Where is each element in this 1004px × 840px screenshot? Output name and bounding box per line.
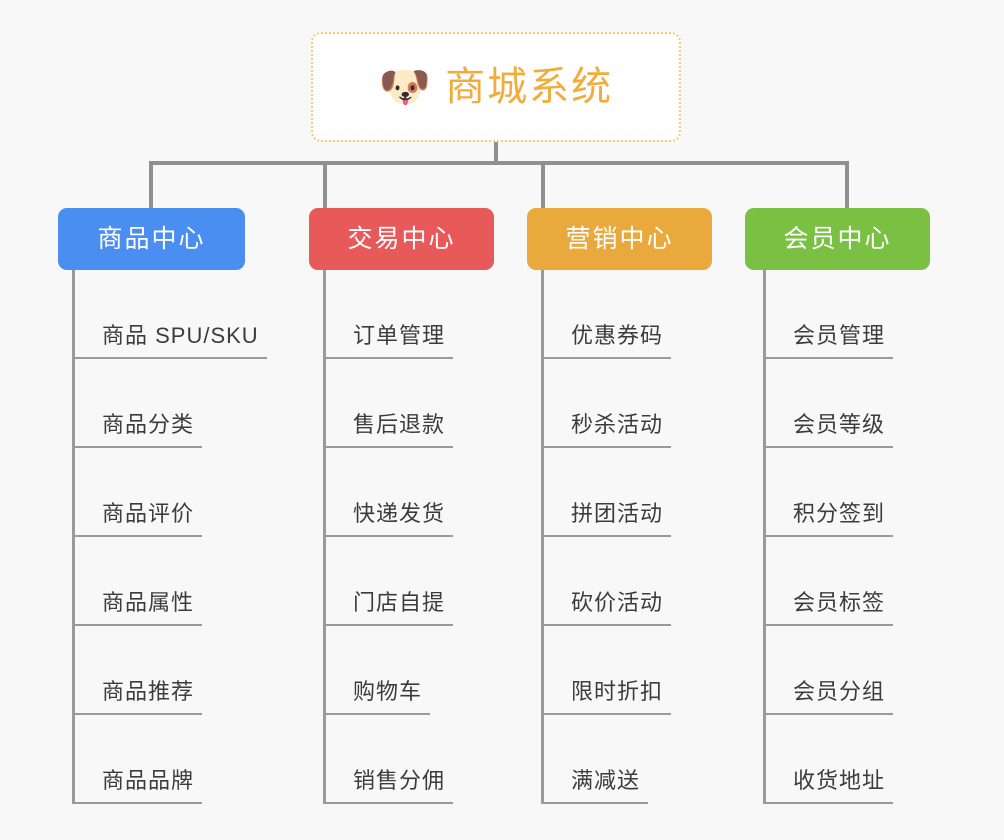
leaf-item-underline — [72, 802, 202, 804]
root-node[interactable]: 🐶 商城系统 — [311, 32, 681, 142]
leaf-item-underline — [323, 802, 453, 804]
leaf-item[interactable]: 会员等级 — [763, 359, 893, 448]
leaf-item[interactable]: 购物车 — [323, 626, 445, 715]
leaf-item-underline — [541, 802, 648, 804]
column-spine — [541, 270, 544, 804]
leaf-item-underline — [72, 535, 202, 537]
connector-drop-1 — [149, 161, 153, 209]
leaf-item-label: 优惠券码 — [571, 323, 664, 348]
leaf-item-label: 限时折扣 — [571, 679, 664, 704]
leaf-item-underline — [72, 446, 202, 448]
leaf-item[interactable]: 限时折扣 — [541, 626, 671, 715]
leaf-item[interactable]: 售后退款 — [323, 359, 453, 448]
leaf-item-underline — [763, 446, 893, 448]
leaf-item[interactable]: 商品属性 — [72, 537, 259, 626]
category-header-1[interactable]: 商品中心 — [58, 208, 245, 270]
category-header-label: 会员中心 — [783, 224, 892, 253]
leaf-item-label: 会员分组 — [793, 679, 886, 704]
leaf-item-label: 秒杀活动 — [571, 412, 664, 437]
leaf-item[interactable]: 会员标签 — [763, 537, 893, 626]
leaf-item-label: 购物车 — [353, 679, 423, 704]
leaf-item-label: 订单管理 — [353, 323, 446, 348]
leaf-item[interactable]: 秒杀活动 — [541, 359, 671, 448]
leaf-item[interactable]: 商品评价 — [72, 448, 259, 537]
leaf-item-underline — [763, 713, 893, 715]
leaf-item[interactable]: 会员管理 — [763, 270, 893, 359]
leaf-item[interactable]: 商品品牌 — [72, 715, 259, 804]
root-title: 商城系统 — [445, 65, 614, 109]
leaf-item[interactable]: 快递发货 — [323, 448, 453, 537]
connector-drop-4 — [845, 161, 849, 209]
leaf-item-label: 售后退款 — [353, 412, 446, 437]
category-header-2[interactable]: 交易中心 — [309, 208, 494, 270]
leaf-item-label: 商品属性 — [102, 590, 195, 615]
leaf-item-underline — [763, 624, 893, 626]
leaf-item[interactable]: 商品推荐 — [72, 626, 259, 715]
leaf-item-label: 销售分佣 — [353, 768, 446, 793]
leaf-column-1: 商品 SPU/SKU 商品分类商品评价商品属性商品推荐商品品牌 — [72, 270, 267, 804]
category-header-3[interactable]: 营销中心 — [527, 208, 712, 270]
leaf-item-label: 商品 SPU/SKU — [102, 323, 259, 348]
leaf-item[interactable]: 商品 SPU/SKU — [72, 270, 267, 359]
dog-face-icon: 🐶 — [378, 63, 432, 110]
leaf-item-underline — [541, 446, 671, 448]
leaf-item-underline — [323, 624, 453, 626]
leaf-item-underline — [72, 357, 267, 359]
connector-root-stem — [494, 142, 498, 164]
leaf-item-underline — [541, 357, 671, 359]
leaf-item[interactable]: 满减送 — [541, 715, 663, 804]
leaf-item-label: 快递发货 — [353, 501, 446, 526]
leaf-item-underline — [323, 535, 453, 537]
leaf-item[interactable]: 商品分类 — [72, 359, 259, 448]
leaf-item-label: 满减送 — [571, 768, 641, 793]
leaf-column-3: 优惠券码秒杀活动拼团活动砍价活动限时折扣满减送 — [541, 270, 671, 804]
leaf-item-label: 门店自提 — [353, 590, 446, 615]
leaf-item-label: 会员管理 — [793, 323, 886, 348]
leaf-item[interactable]: 订单管理 — [323, 270, 453, 359]
leaf-item-label: 砍价活动 — [571, 590, 664, 615]
leaf-item-underline — [72, 713, 202, 715]
connector-drop-3 — [541, 161, 545, 209]
leaf-item-label: 商品品牌 — [102, 768, 195, 793]
leaf-item-label: 会员等级 — [793, 412, 886, 437]
leaf-item-underline — [763, 357, 893, 359]
leaf-item-underline — [541, 535, 671, 537]
leaf-item[interactable]: 优惠券码 — [541, 270, 671, 359]
leaf-item[interactable]: 拼团活动 — [541, 448, 671, 537]
leaf-item-underline — [323, 713, 430, 715]
column-spine — [323, 270, 326, 804]
leaf-item-underline — [763, 535, 893, 537]
leaf-item[interactable]: 积分签到 — [763, 448, 893, 537]
leaf-item-label: 积分签到 — [793, 501, 886, 526]
leaf-item[interactable]: 销售分佣 — [323, 715, 453, 804]
leaf-item-label: 会员标签 — [793, 590, 886, 615]
leaf-item-label: 商品分类 — [102, 412, 195, 437]
category-header-label: 营销中心 — [565, 224, 674, 253]
leaf-item-underline — [541, 624, 671, 626]
column-spine — [763, 270, 766, 804]
leaf-item-label: 商品推荐 — [102, 679, 195, 704]
leaf-item-underline — [72, 624, 202, 626]
connector-horizontal-bus — [149, 161, 849, 165]
leaf-item-label: 收货地址 — [793, 768, 886, 793]
leaf-item-underline — [763, 802, 893, 804]
category-header-label: 商品中心 — [97, 224, 206, 253]
leaf-item[interactable]: 砍价活动 — [541, 537, 671, 626]
leaf-item[interactable]: 收货地址 — [763, 715, 893, 804]
category-header-4[interactable]: 会员中心 — [745, 208, 930, 270]
connector-drop-2 — [323, 161, 327, 209]
leaf-column-4: 会员管理会员等级积分签到会员标签会员分组收货地址 — [763, 270, 893, 804]
leaf-item-underline — [323, 357, 453, 359]
leaf-item[interactable]: 会员分组 — [763, 626, 893, 715]
leaf-item-underline — [323, 446, 453, 448]
leaf-item-label: 商品评价 — [102, 501, 195, 526]
leaf-column-2: 订单管理售后退款快递发货门店自提购物车销售分佣 — [323, 270, 453, 804]
leaf-item[interactable]: 门店自提 — [323, 537, 453, 626]
category-header-label: 交易中心 — [347, 224, 456, 253]
column-spine — [72, 270, 75, 804]
leaf-item-label: 拼团活动 — [571, 501, 664, 526]
leaf-item-underline — [541, 713, 671, 715]
